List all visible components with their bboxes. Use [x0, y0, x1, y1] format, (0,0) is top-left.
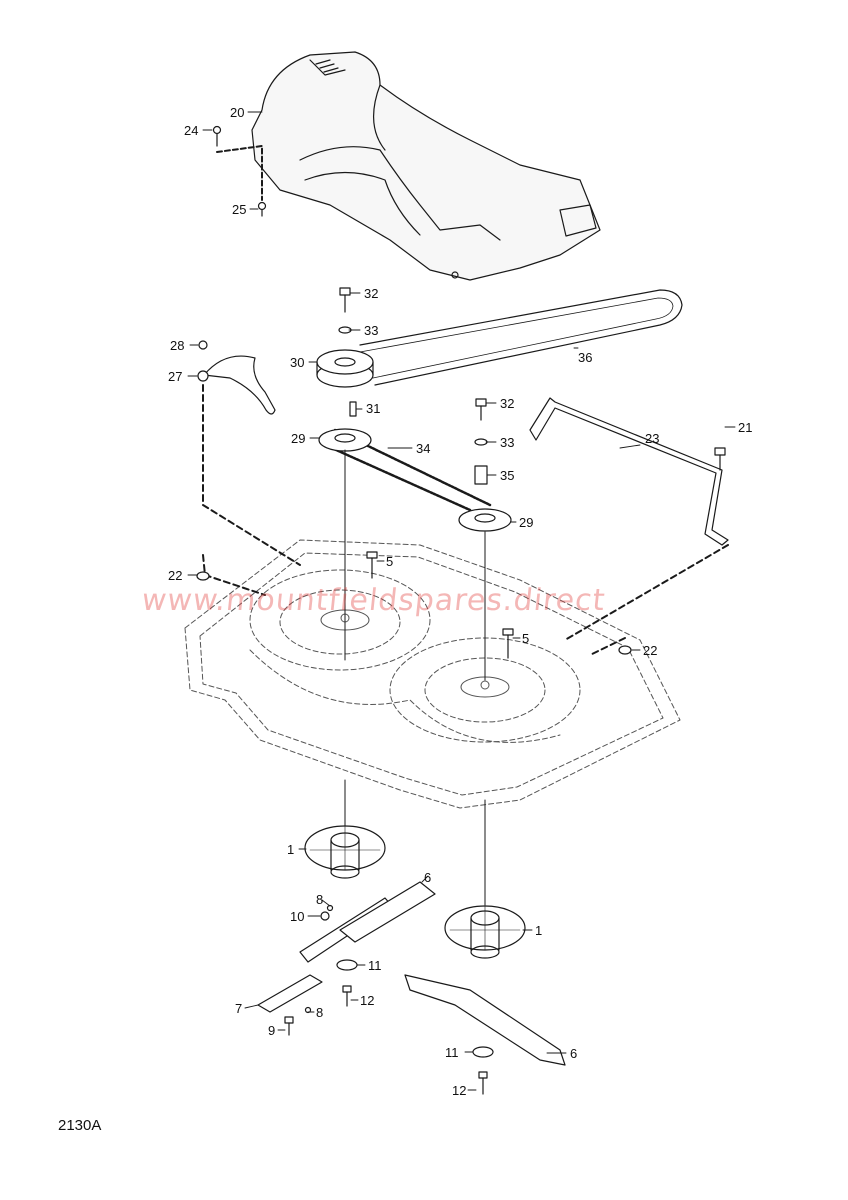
leader-24-25: [216, 145, 263, 201]
nut-22-right: [618, 645, 632, 655]
bolt-5-left: [366, 551, 378, 579]
callout-7: 7: [235, 1001, 242, 1016]
callout-23: 23: [645, 431, 659, 446]
blade-6-right: [404, 974, 566, 1066]
key-31: [349, 401, 357, 417]
callout-11-left: 11: [368, 958, 382, 973]
diagram-code: 2130A: [58, 1117, 101, 1134]
callout-30: 30: [290, 355, 304, 370]
watermark: www.mountfieldspares.direct: [140, 583, 607, 618]
callout-22-right: 22: [643, 643, 657, 658]
callout-5-left: 5: [386, 554, 393, 569]
cover-bolt-25: [257, 201, 267, 217]
spacer-35: [474, 465, 488, 485]
blade-6-left: [339, 881, 436, 943]
bolt-32-lower: [475, 398, 487, 421]
pulley-29-right: [458, 508, 512, 532]
callout-8-upper: 8: [316, 892, 323, 907]
mower-deck-outline: [184, 539, 681, 809]
callout-11-right: 11: [445, 1045, 459, 1060]
callout-leaders: [187, 111, 736, 1091]
bracket-23: [529, 397, 729, 546]
callout-29-right: 29: [519, 515, 533, 530]
callout-6-left: 6: [424, 870, 431, 885]
bolt-21: [714, 447, 726, 471]
callout-22-left: 22: [168, 568, 182, 583]
callout-20: 20: [230, 105, 244, 120]
callout-32-upper: 32: [364, 286, 378, 301]
callout-32-lower: 32: [500, 396, 514, 411]
nut-8-lower: [304, 1006, 312, 1014]
bolt-32-upper: [339, 287, 351, 313]
shaft-axis-lines: [344, 449, 486, 906]
belt-cover: [251, 51, 601, 281]
callout-25: 25: [232, 202, 246, 217]
cover-bolt-24: [212, 125, 222, 147]
nut-22-left: [196, 571, 210, 581]
callout-34: 34: [416, 441, 430, 456]
bolt-12-right: [478, 1071, 488, 1095]
callout-36: 36: [578, 350, 592, 365]
pulley-29-left: [318, 428, 372, 452]
washer-33-lower: [474, 438, 488, 446]
washer-11-left: [336, 959, 358, 971]
callout-35: 35: [500, 468, 514, 483]
callout-10: 10: [290, 909, 304, 924]
callout-1-right: 1: [535, 923, 542, 938]
callout-5-right: 5: [522, 631, 529, 646]
callout-31: 31: [366, 401, 380, 416]
callout-27: 27: [168, 369, 182, 384]
callout-21: 21: [738, 420, 752, 435]
callout-29-left: 29: [291, 431, 305, 446]
nut-10: [320, 911, 330, 921]
callout-28: 28: [170, 338, 184, 353]
callout-1-left: 1: [287, 842, 294, 857]
bolt-5-right: [502, 628, 514, 659]
callout-9: 9: [268, 1023, 275, 1038]
spring-clip-27: [203, 355, 276, 415]
callout-33-lower: 33: [500, 435, 514, 450]
bolt-9: [284, 1016, 294, 1036]
spindle-housing-1-right: [444, 905, 526, 959]
callout-33-upper: 33: [364, 323, 378, 338]
spindle-housing-1-left: [304, 825, 386, 879]
callout-12-left: 12: [360, 993, 374, 1008]
callout-6-right: 6: [570, 1046, 577, 1061]
blade-7: [257, 974, 323, 1013]
pulley-30: [316, 349, 374, 388]
callout-8-lower: 8: [316, 1005, 323, 1020]
drive-belt-36: [359, 289, 683, 386]
bolt-28: [198, 340, 208, 350]
washer-11-right: [472, 1046, 494, 1058]
callout-24: 24: [184, 123, 198, 138]
bolt-12-left: [342, 985, 352, 1007]
callout-12-right: 12: [452, 1083, 466, 1098]
